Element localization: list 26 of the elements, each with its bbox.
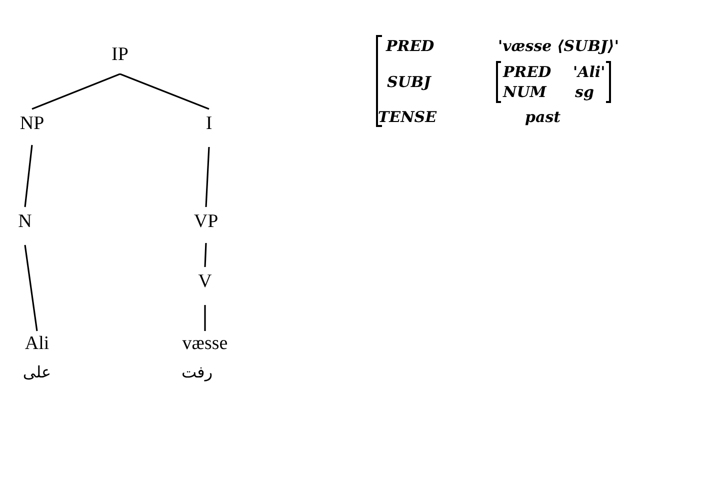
feature-name: PRED: [386, 37, 434, 55]
tree-branch: [32, 73, 120, 110]
tree-branch: [205, 146, 210, 208]
tree-branch: [204, 305, 206, 331]
tree-branch: [24, 144, 33, 208]
arabic-gloss: رفت: [181, 362, 213, 382]
feature-name: TENSE: [378, 108, 437, 126]
tree-node-label: NP: [20, 113, 44, 135]
arabic-gloss: على: [22, 362, 52, 382]
tree-branch: [204, 242, 207, 268]
tree-node-label: VP: [194, 211, 218, 233]
tree-node-label: N: [18, 211, 32, 233]
feature-value: 'Ali': [573, 63, 606, 81]
tree-node-label: IP: [112, 44, 128, 66]
tree-node-label: væsse: [182, 333, 228, 355]
feature-name: NUM: [503, 83, 546, 101]
feature-value: sg: [575, 83, 594, 101]
feature-name: SUBJ: [387, 73, 431, 91]
feature-value: past: [525, 108, 561, 126]
feature-value: 'væsse ⟨SUBJ⟩': [498, 37, 619, 55]
tree-branch: [120, 73, 210, 110]
tree-branch: [24, 244, 38, 332]
feature-name: PRED: [503, 63, 552, 81]
tree-node-label: I: [206, 113, 212, 135]
tree-node-label: V: [198, 271, 212, 293]
tree-node-label: Ali: [24, 333, 50, 355]
